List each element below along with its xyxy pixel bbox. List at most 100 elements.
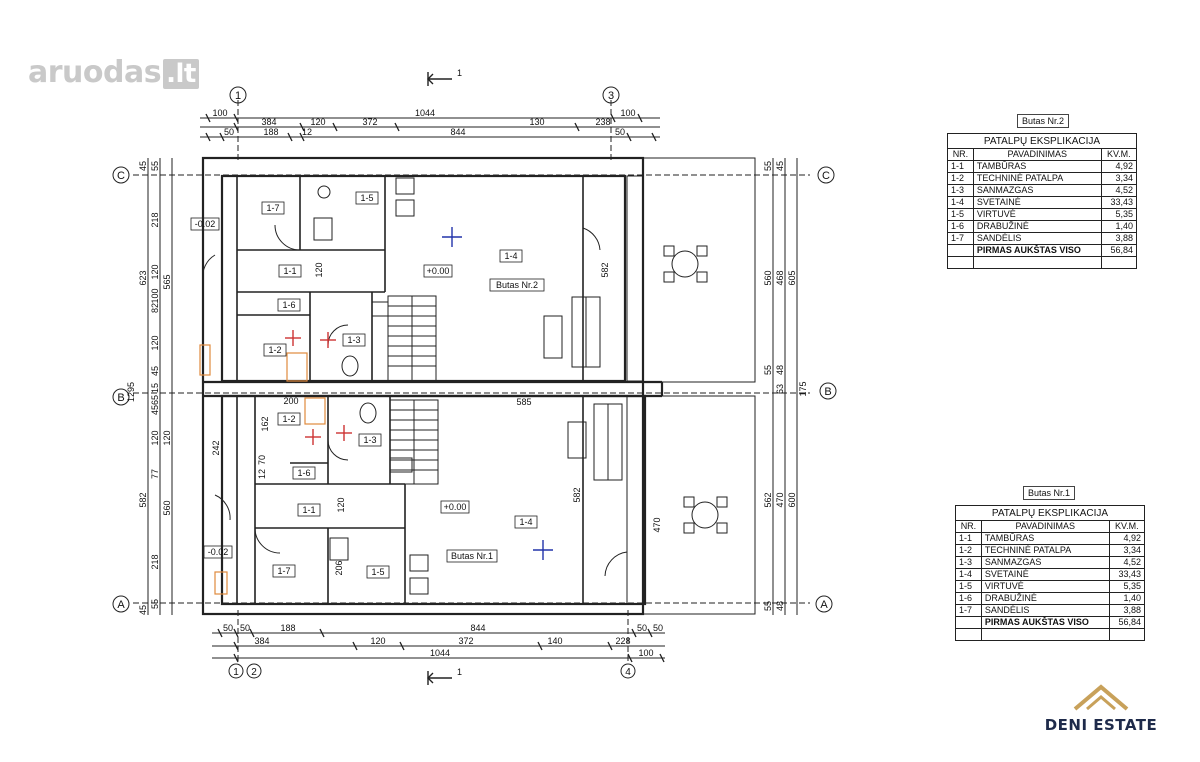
dim-text: 372 <box>458 636 473 646</box>
apartment-label: Butas Nr.2 <box>496 280 538 290</box>
dim-text: 565 <box>162 274 172 289</box>
dim-text: 120 <box>162 430 172 445</box>
cell-area: 33,43 <box>1108 568 1146 581</box>
dim-text: 45 <box>150 366 160 376</box>
room-label: 1-2 <box>268 345 281 355</box>
col-area: KV.M. <box>1108 520 1146 533</box>
room-label: 1-7 <box>277 566 290 576</box>
dim-text: 50 <box>223 623 233 633</box>
axis-c-right: C <box>822 170 830 182</box>
axis-b-right: B <box>824 386 831 398</box>
cell-area: 1,40 <box>1108 592 1146 605</box>
cell-nr: 1-3 <box>955 556 982 569</box>
dim-text: 242 <box>211 440 221 455</box>
cell-name: SVETAINĖ <box>980 568 1110 581</box>
dim-text: 50 <box>240 623 250 633</box>
dim-text: 120 <box>314 262 324 277</box>
dim-text: 55 <box>763 161 773 171</box>
table-title: PATALPŲ EKSPLIKACIJA <box>947 133 1137 149</box>
room-label: 1-2 <box>282 414 295 424</box>
cell-name: SANMAZGAS <box>972 184 1102 197</box>
axis-1-top: 1 <box>235 90 241 102</box>
level-mark: -0.02 <box>208 547 229 557</box>
dim-text: 582 <box>572 487 582 502</box>
axis-a-right: A <box>820 599 828 611</box>
table-title: PATALPŲ EKSPLIKACIJA <box>955 505 1145 521</box>
cell-area: 3,34 <box>1100 172 1138 185</box>
axis-2-bottom: 2 <box>251 667 257 678</box>
dim-text: 100 <box>150 288 160 303</box>
cell-area: 1,40 <box>1100 220 1138 233</box>
deni-estate-name: DENI ESTATE <box>1044 716 1158 734</box>
dim-text: 582 <box>600 262 610 277</box>
dim-text: 468 <box>775 270 785 285</box>
dim-text: 12 <box>257 469 267 479</box>
cell-nr: 1-1 <box>955 532 982 545</box>
cell-nr: 1-6 <box>955 592 982 605</box>
cell-name: DRABUŽINĖ <box>972 220 1102 233</box>
dim-text: 600 <box>787 492 797 507</box>
dim-text: 200 <box>283 396 298 406</box>
dim-text: 585 <box>516 397 531 407</box>
dim-text: 45 <box>138 161 148 171</box>
aruodas-watermark: aruodas.lt <box>28 55 199 90</box>
cell-area: 3,34 <box>1108 544 1146 557</box>
cell-nr: 1-4 <box>955 568 982 581</box>
dim-text: 100 <box>638 648 653 658</box>
room-label: 1-4 <box>519 517 532 527</box>
cell-name: SANDĖLIS <box>972 232 1102 245</box>
cell-area: 3,88 <box>1108 604 1146 617</box>
dim-text: 45 <box>138 605 148 615</box>
dim-text: 623 <box>138 270 148 285</box>
cell-area: 5,35 <box>1108 580 1146 593</box>
col-area: KV.M. <box>1100 148 1138 161</box>
dim-text: 218 <box>150 212 160 227</box>
dim-text: 372 <box>362 117 377 127</box>
dim-text: 100 <box>212 108 227 118</box>
cell-nr: 1-4 <box>947 196 974 209</box>
dim-text: 100 <box>620 108 635 118</box>
room-label: 1-5 <box>371 567 384 577</box>
total-value: 56,84 <box>1100 244 1138 257</box>
dim-text: 130 <box>529 117 544 127</box>
dim-text: 1044 <box>415 108 435 118</box>
axis-c-left: C <box>117 170 125 182</box>
level-mark: +0.00 <box>427 266 450 276</box>
cell-nr: 1-2 <box>947 172 974 185</box>
cell-name: TECHNINĖ PATALPA <box>972 172 1102 185</box>
dim-text: 175 <box>798 381 808 396</box>
section-marker-top: 1 <box>457 68 462 78</box>
cell-name: TAMBŪRAS <box>980 532 1110 545</box>
cell-area: 4,52 <box>1108 556 1146 569</box>
dim-text: 228 <box>615 636 630 646</box>
deni-estate-logo: DENI ESTATE <box>1030 683 1172 734</box>
cell-name: VIRTUVĖ <box>972 208 1102 221</box>
dim-text: 77 <box>150 469 160 479</box>
dim-text: 120 <box>310 117 325 127</box>
dim-text: 562 <box>763 492 773 507</box>
cell-area: 3,88 <box>1100 232 1138 245</box>
explication-table-butas-2: PATALPŲ EKSPLIKACIJA NR. PAVADINIMAS KV.… <box>947 133 1138 269</box>
dim-text: 140 <box>547 636 562 646</box>
dim-text: 55 <box>763 601 773 611</box>
table-caption-butas-2: Butas Nr.2 <box>1017 114 1070 128</box>
dim-text: 48 <box>775 365 785 375</box>
dim-text: 15 <box>150 383 160 393</box>
dim-text: 120 <box>150 335 160 350</box>
dim-text: 605 <box>787 270 797 285</box>
cell-nr: 1-1 <box>947 160 974 173</box>
dim-text: 162 <box>260 416 270 431</box>
room-label: 1-3 <box>363 435 376 445</box>
